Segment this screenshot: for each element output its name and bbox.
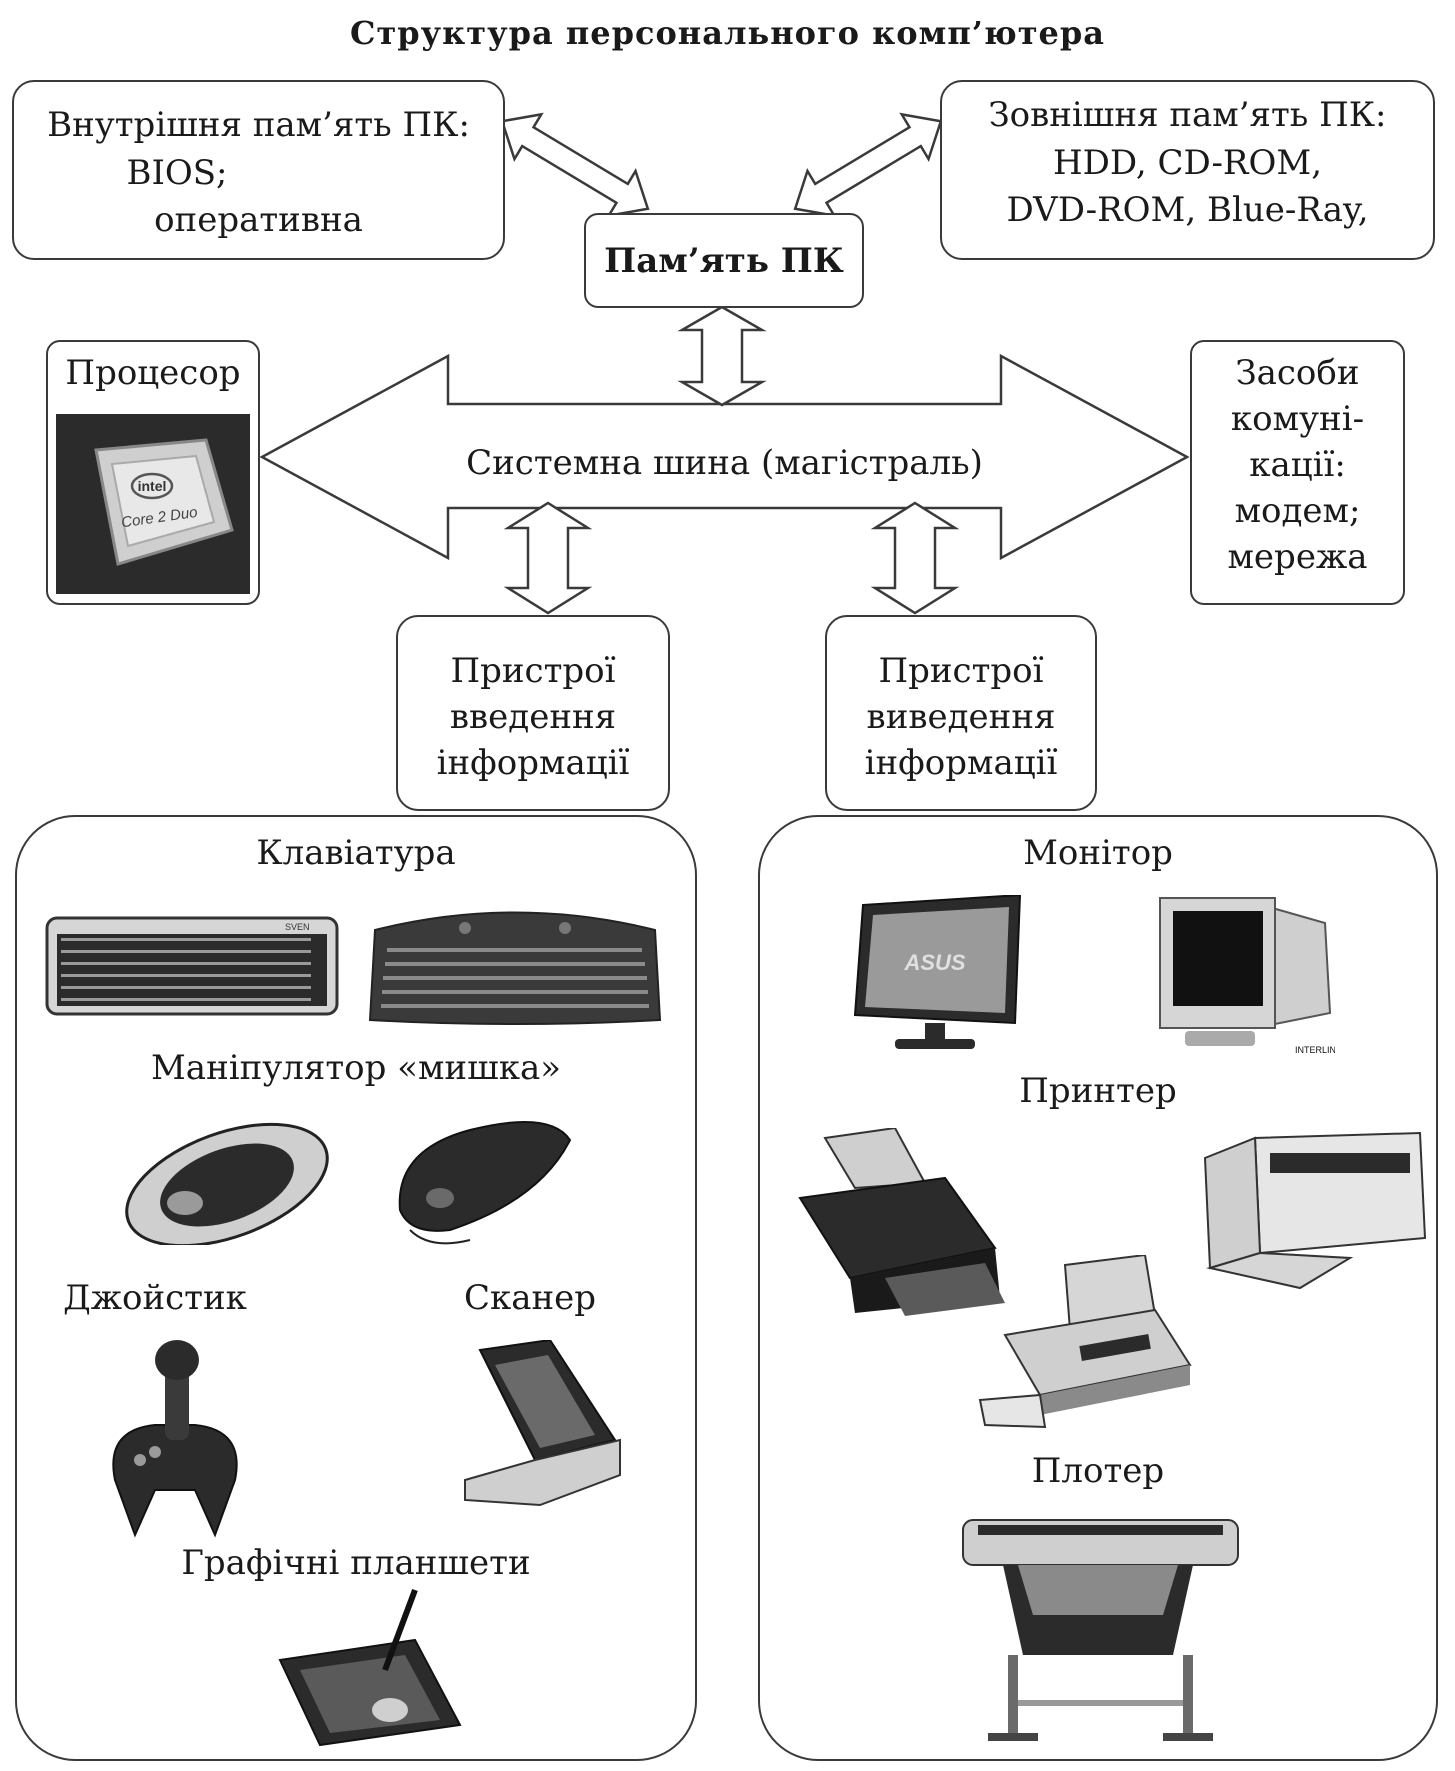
tablet-label: Графічні планшети xyxy=(181,1543,531,1583)
output-bus-arrow xyxy=(870,501,960,615)
input-devices-line-2: введення xyxy=(449,697,617,737)
external-memory-box xyxy=(940,80,1435,260)
internal-memory-line-1: Внутрішня пам’ять ПК: xyxy=(47,105,470,145)
cpu-brand: intel xyxy=(138,478,167,494)
output-devices-line-1: Пристрої xyxy=(878,651,1044,691)
internal-memory-line-3: оперативна xyxy=(154,200,363,240)
monitor-label: Монітор xyxy=(1023,833,1173,873)
communication-box xyxy=(1190,340,1405,605)
mouse-label: Маніпулятор «мишка» xyxy=(150,1048,562,1088)
communication-line-3: кації: xyxy=(1249,445,1346,485)
dot-matrix-printer-image xyxy=(978,1255,1192,1429)
keyboard-label: Клавіатура xyxy=(256,833,456,873)
internal-memory-arrow xyxy=(500,112,650,218)
external-memory-line-2: HDD, CD-ROM, xyxy=(1052,143,1323,183)
inkjet-printer-image xyxy=(798,1128,1005,1316)
internal-memory-line-2: BIOS; xyxy=(126,153,228,193)
monitor-crt-image: INTERLINK xyxy=(1159,897,1335,1055)
joystick-image xyxy=(112,1340,238,1538)
monitor-lcd-image: ASUS xyxy=(853,895,1022,1049)
scanner-label: Сканер xyxy=(463,1278,597,1318)
tablet-image xyxy=(278,1588,462,1747)
keyboard-image-2 xyxy=(368,911,662,1025)
input-bus-arrow xyxy=(503,501,593,615)
communication-line-4: модем; xyxy=(1234,491,1361,531)
external-memory-line-3: DVD-ROM, Blue-Ray, xyxy=(1006,190,1369,230)
output-devices-box xyxy=(825,615,1097,811)
processor-label: Процесор xyxy=(65,353,241,393)
system-bus-arrow xyxy=(259,353,1190,561)
mouse-image-2 xyxy=(398,1121,572,1245)
diagram-title: Структура персонального комп’ютера xyxy=(349,14,1106,52)
memory-label: Пам’ять ПК xyxy=(604,241,844,281)
external-memory-arrow xyxy=(793,112,943,218)
plotter-image xyxy=(962,1519,1239,1741)
memory-box xyxy=(584,213,864,308)
communication-line-2: комуні- xyxy=(1230,399,1365,439)
mouse-image-1 xyxy=(125,1122,329,1245)
crt-brand: INTERLINK xyxy=(1295,1045,1335,1055)
input-devices-line-1: Пристрої xyxy=(450,651,616,691)
plotter-label: Плотер xyxy=(1031,1451,1165,1491)
printer-label: Принтер xyxy=(1019,1071,1177,1111)
scanner-image xyxy=(464,1340,621,1507)
output-devices-line-2: виведення xyxy=(866,697,1056,737)
output-devices-line-3: інформації xyxy=(864,743,1058,783)
input-devices-box xyxy=(396,615,670,811)
communication-line-1: Засоби xyxy=(1235,353,1360,393)
internal-memory-box xyxy=(12,80,505,260)
keyboard-brand: SVEN xyxy=(285,922,310,932)
cpu-chip-image: intel Core 2 Duo xyxy=(56,414,250,594)
keyboard-image-1: SVEN xyxy=(45,916,339,1016)
joystick-label: Джойстик xyxy=(63,1278,247,1318)
memory-bus-arrow xyxy=(677,305,767,407)
laser-printer-image xyxy=(1203,1131,1427,1290)
external-memory-line-1: Зовнішня пам’ять ПК: xyxy=(988,95,1387,135)
input-devices-line-3: інформації xyxy=(436,743,630,783)
system-bus-label: Системна шина (магістраль) xyxy=(466,443,983,483)
monitor-brand: ASUS xyxy=(903,950,965,975)
communication-line-5: мережа xyxy=(1227,537,1368,577)
